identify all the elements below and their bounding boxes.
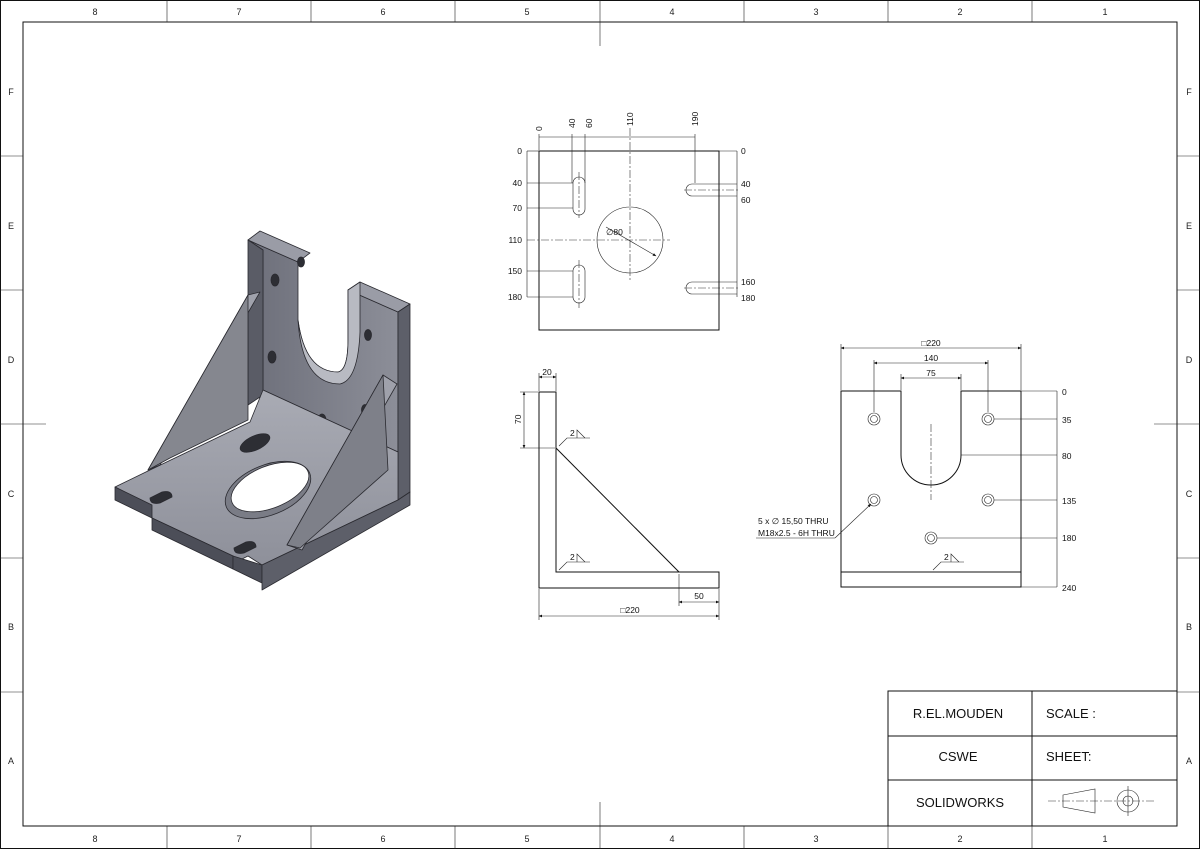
zone-col-1: 1 bbox=[1102, 7, 1107, 17]
iso-hole bbox=[267, 350, 277, 364]
side-bottom-dim: 50 bbox=[694, 591, 704, 601]
front-slot-width-dim: 75 bbox=[926, 368, 936, 378]
zone-col-2-bottom: 2 bbox=[957, 834, 962, 844]
front-hole bbox=[981, 412, 995, 426]
top-y-ord-110: 110 bbox=[508, 235, 522, 245]
side-thickness-dim: 20 bbox=[542, 367, 552, 377]
zone-row-b: B bbox=[8, 622, 14, 632]
front-hole-note-line2: M18x2.5 - 6H THRU bbox=[758, 528, 835, 538]
title-project: CSWE bbox=[939, 749, 978, 764]
top-x-ord-0: 0 bbox=[534, 126, 544, 131]
zone-col-5: 5 bbox=[524, 7, 529, 17]
title-sheet-label: SHEET: bbox=[1046, 749, 1092, 764]
title-scale-label: SCALE : bbox=[1046, 706, 1096, 721]
top-slot-upper bbox=[572, 176, 586, 216]
zone-col-7-bottom: 7 bbox=[236, 834, 241, 844]
zone-row-c-right: C bbox=[1186, 489, 1193, 499]
side-view: 20 70 2 2 50 □220 bbox=[513, 367, 720, 620]
front-hole bbox=[867, 412, 881, 426]
front-width-dim: □220 bbox=[921, 338, 941, 348]
zone-row-b-right: B bbox=[1186, 622, 1192, 632]
u-slot-inner bbox=[297, 281, 361, 385]
isometric-view bbox=[114, 230, 411, 591]
zone-col-3: 3 bbox=[813, 7, 818, 17]
zone-col-8-bottom: 8 bbox=[92, 834, 97, 844]
iso-slot bbox=[233, 541, 257, 554]
front-y-ord-135: 135 bbox=[1062, 496, 1076, 506]
front-hole-note-line1: 5 x ∅ 15,50 THRU bbox=[758, 516, 829, 526]
top-y-ord-r-40: 40 bbox=[741, 179, 751, 189]
top-y-ord-0: 0 bbox=[517, 146, 522, 156]
front-view: □220 140 75 0 35 80 135 180 240 5 x ∅ 15… bbox=[756, 338, 1076, 593]
zone-col-4: 4 bbox=[669, 7, 674, 17]
front-y-ord-35: 35 bbox=[1062, 415, 1072, 425]
side-height-dim: 70 bbox=[513, 414, 523, 424]
zone-col-5-bottom: 5 bbox=[524, 834, 529, 844]
zone-row-e-right: E bbox=[1186, 221, 1192, 231]
zone-col-8: 8 bbox=[92, 7, 97, 17]
back-plate-right-edge bbox=[397, 303, 411, 501]
front-hole bbox=[924, 531, 938, 545]
side-view-outline bbox=[538, 391, 720, 589]
front-y-ord-80: 80 bbox=[1062, 451, 1072, 461]
iso-slot-elongated bbox=[239, 433, 271, 453]
top-y-ord-r-160: 160 bbox=[741, 277, 755, 287]
top-y-ord-40: 40 bbox=[513, 178, 523, 188]
top-view-outline bbox=[538, 150, 720, 331]
front-y-ord-240: 240 bbox=[1062, 583, 1076, 593]
front-y-ord-0: 0 bbox=[1062, 387, 1067, 397]
side-weld-lower: 2 bbox=[570, 552, 575, 562]
iso-large-hole-opening bbox=[230, 461, 310, 513]
top-x-ord-110: 110 bbox=[625, 112, 635, 126]
zone-row-a: A bbox=[8, 756, 14, 766]
zone-col-4-bottom: 4 bbox=[669, 834, 674, 844]
zone-col-6: 6 bbox=[380, 7, 385, 17]
front-y-ord-180: 180 bbox=[1062, 533, 1076, 543]
top-slot-lower bbox=[572, 264, 586, 304]
side-width-dim: □220 bbox=[620, 605, 640, 615]
front-hole bbox=[981, 493, 995, 507]
zone-row-d: D bbox=[8, 355, 15, 365]
front-weld: 2 bbox=[944, 552, 949, 562]
top-y-ord-150: 150 bbox=[508, 266, 522, 276]
projection-symbol-icon bbox=[1048, 786, 1154, 816]
front-hole bbox=[867, 493, 881, 507]
top-y-ord-r-0: 0 bbox=[741, 146, 746, 156]
zone-row-e: E bbox=[8, 221, 14, 231]
title-author: R.EL.MOUDEN bbox=[913, 706, 1003, 721]
right-gusset-face bbox=[286, 374, 389, 549]
zone-row-f: F bbox=[8, 87, 14, 97]
top-y-ord-180: 180 bbox=[508, 292, 522, 302]
top-y-ord-r-180: 180 bbox=[741, 293, 755, 303]
zone-col-3-bottom: 3 bbox=[813, 834, 818, 844]
left-gusset-face bbox=[147, 294, 249, 471]
top-hole-dia: ∅80 bbox=[606, 227, 623, 237]
base-plate-edge-side bbox=[261, 491, 411, 591]
top-x-ord-190: 190 bbox=[690, 112, 700, 126]
top-y-ord-70: 70 bbox=[513, 203, 523, 213]
zone-row-c: C bbox=[8, 489, 15, 499]
top-x-ord-60: 60 bbox=[584, 118, 594, 128]
back-plate-top-left bbox=[247, 230, 311, 263]
iso-hole bbox=[297, 256, 305, 268]
zone-col-7: 7 bbox=[236, 7, 241, 17]
top-x-ord-40: 40 bbox=[567, 118, 577, 128]
zone-col-1-bottom: 1 bbox=[1102, 834, 1107, 844]
iso-slot bbox=[149, 491, 173, 504]
front-hole-spacing-dim: 140 bbox=[924, 353, 938, 363]
title-software: SOLIDWORKS bbox=[916, 795, 1004, 810]
back-plate-left-edge bbox=[247, 239, 264, 406]
title-block: R.EL.MOUDEN SCALE : CSWE SHEET: SOLIDWOR… bbox=[887, 690, 1178, 827]
zone-row-f-right: F bbox=[1186, 87, 1192, 97]
top-view: ∅80 0 40 60 110 190 0 40 70 110 150 180 bbox=[508, 112, 755, 331]
zone-row-a-right: A bbox=[1186, 756, 1192, 766]
zone-col-6-bottom: 6 bbox=[380, 834, 385, 844]
zone-col-2: 2 bbox=[957, 7, 962, 17]
iso-hole bbox=[270, 273, 280, 287]
iso-hole bbox=[364, 329, 372, 341]
side-weld-upper: 2 bbox=[570, 428, 575, 438]
zone-row-d-right: D bbox=[1186, 355, 1193, 365]
top-y-ord-r-60: 60 bbox=[741, 195, 751, 205]
